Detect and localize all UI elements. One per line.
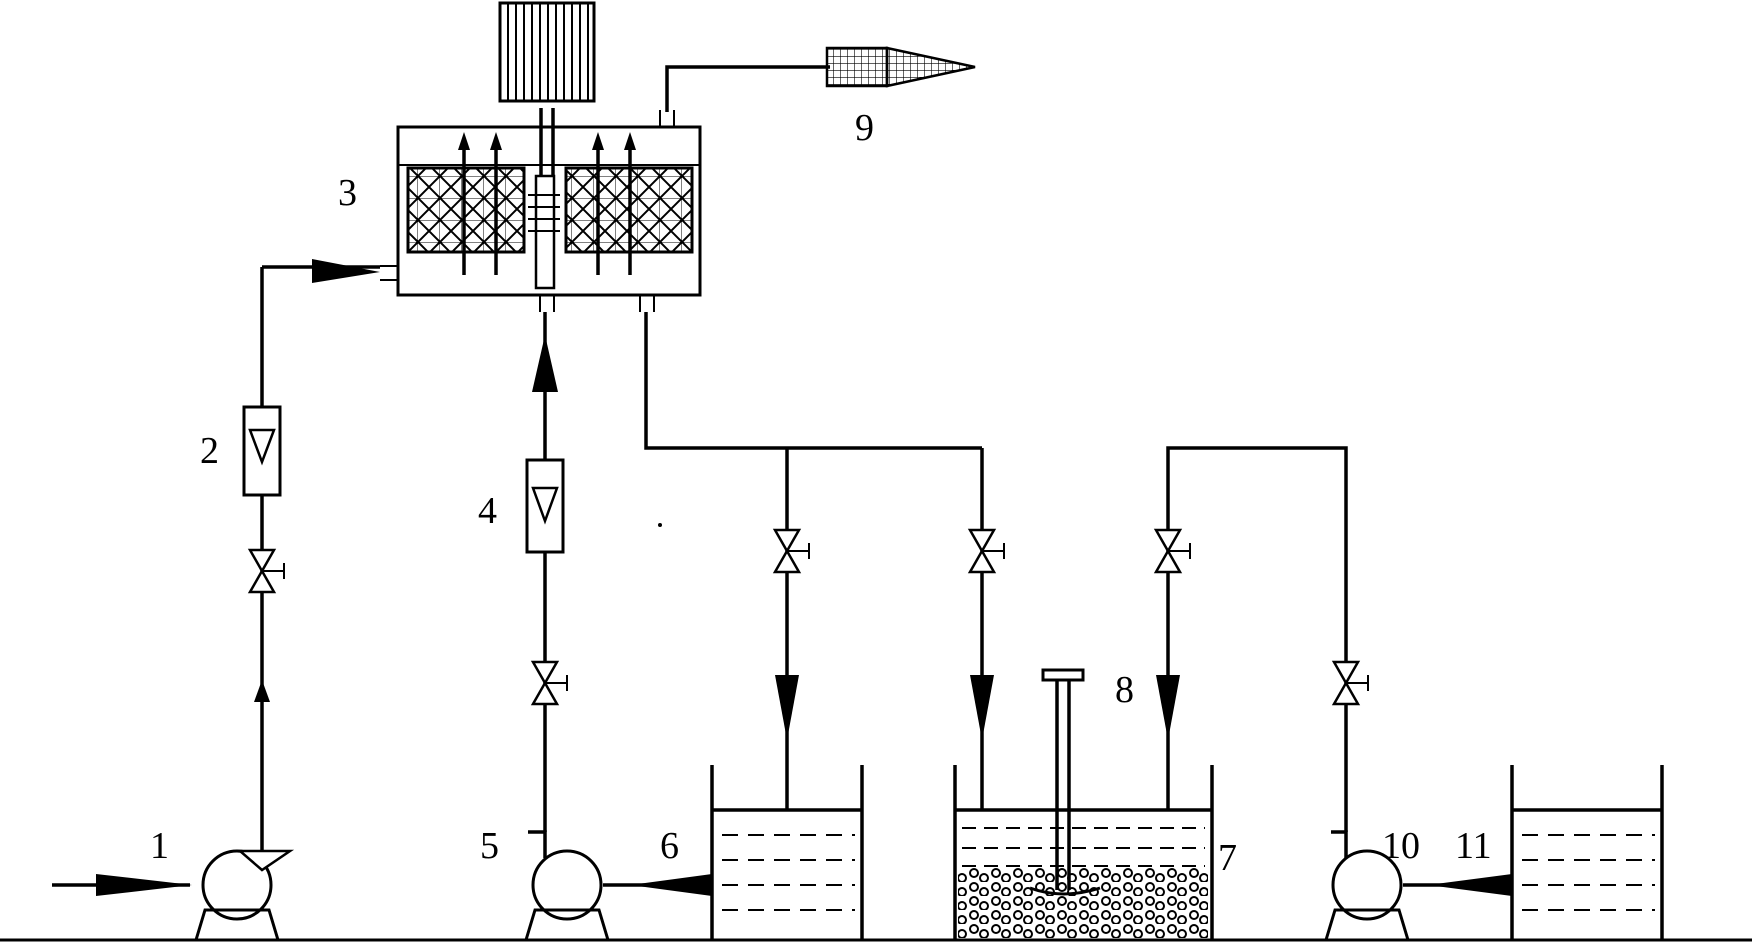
return-line: [644, 312, 1005, 810]
air-supply-line: [52, 259, 380, 942]
upflow-arrows: [458, 132, 636, 275]
pump-5: [531, 849, 603, 921]
label-3: 3: [338, 172, 357, 214]
tank-7: [953, 668, 1214, 940]
label-9: 9: [855, 107, 874, 149]
label-5: 5: [480, 825, 499, 867]
motor: [498, 1, 596, 103]
tank-11: [1510, 765, 1664, 940]
radial-flow-arrows: [528, 194, 560, 232]
tank-6: [710, 765, 864, 940]
flowmeter-2: [242, 405, 282, 497]
reactor-3: [380, 108, 702, 312]
label-10: 10: [1382, 825, 1420, 867]
filter-media-left: [406, 166, 526, 254]
exhaust-filter-9: [825, 46, 889, 88]
label-11: 11: [1455, 825, 1492, 867]
flowmeter-4: [525, 458, 565, 554]
pump-10-line: [1153, 446, 1512, 942]
stray-dot: [658, 523, 662, 527]
label-1: 1: [150, 825, 169, 867]
pump-1: [201, 849, 273, 921]
label-8: 8: [1115, 669, 1134, 711]
label-4: 4: [478, 490, 497, 532]
label-2: 2: [200, 430, 219, 472]
label-7: 7: [1218, 837, 1237, 879]
exhaust-cone-9: [885, 46, 976, 88]
label-6: 6: [660, 825, 679, 867]
stirrer-8: [1029, 668, 1101, 896]
sediment-bubbles: [958, 868, 1208, 938]
liquid-feed-line: [523, 312, 712, 942]
pump-10: [1331, 849, 1403, 921]
